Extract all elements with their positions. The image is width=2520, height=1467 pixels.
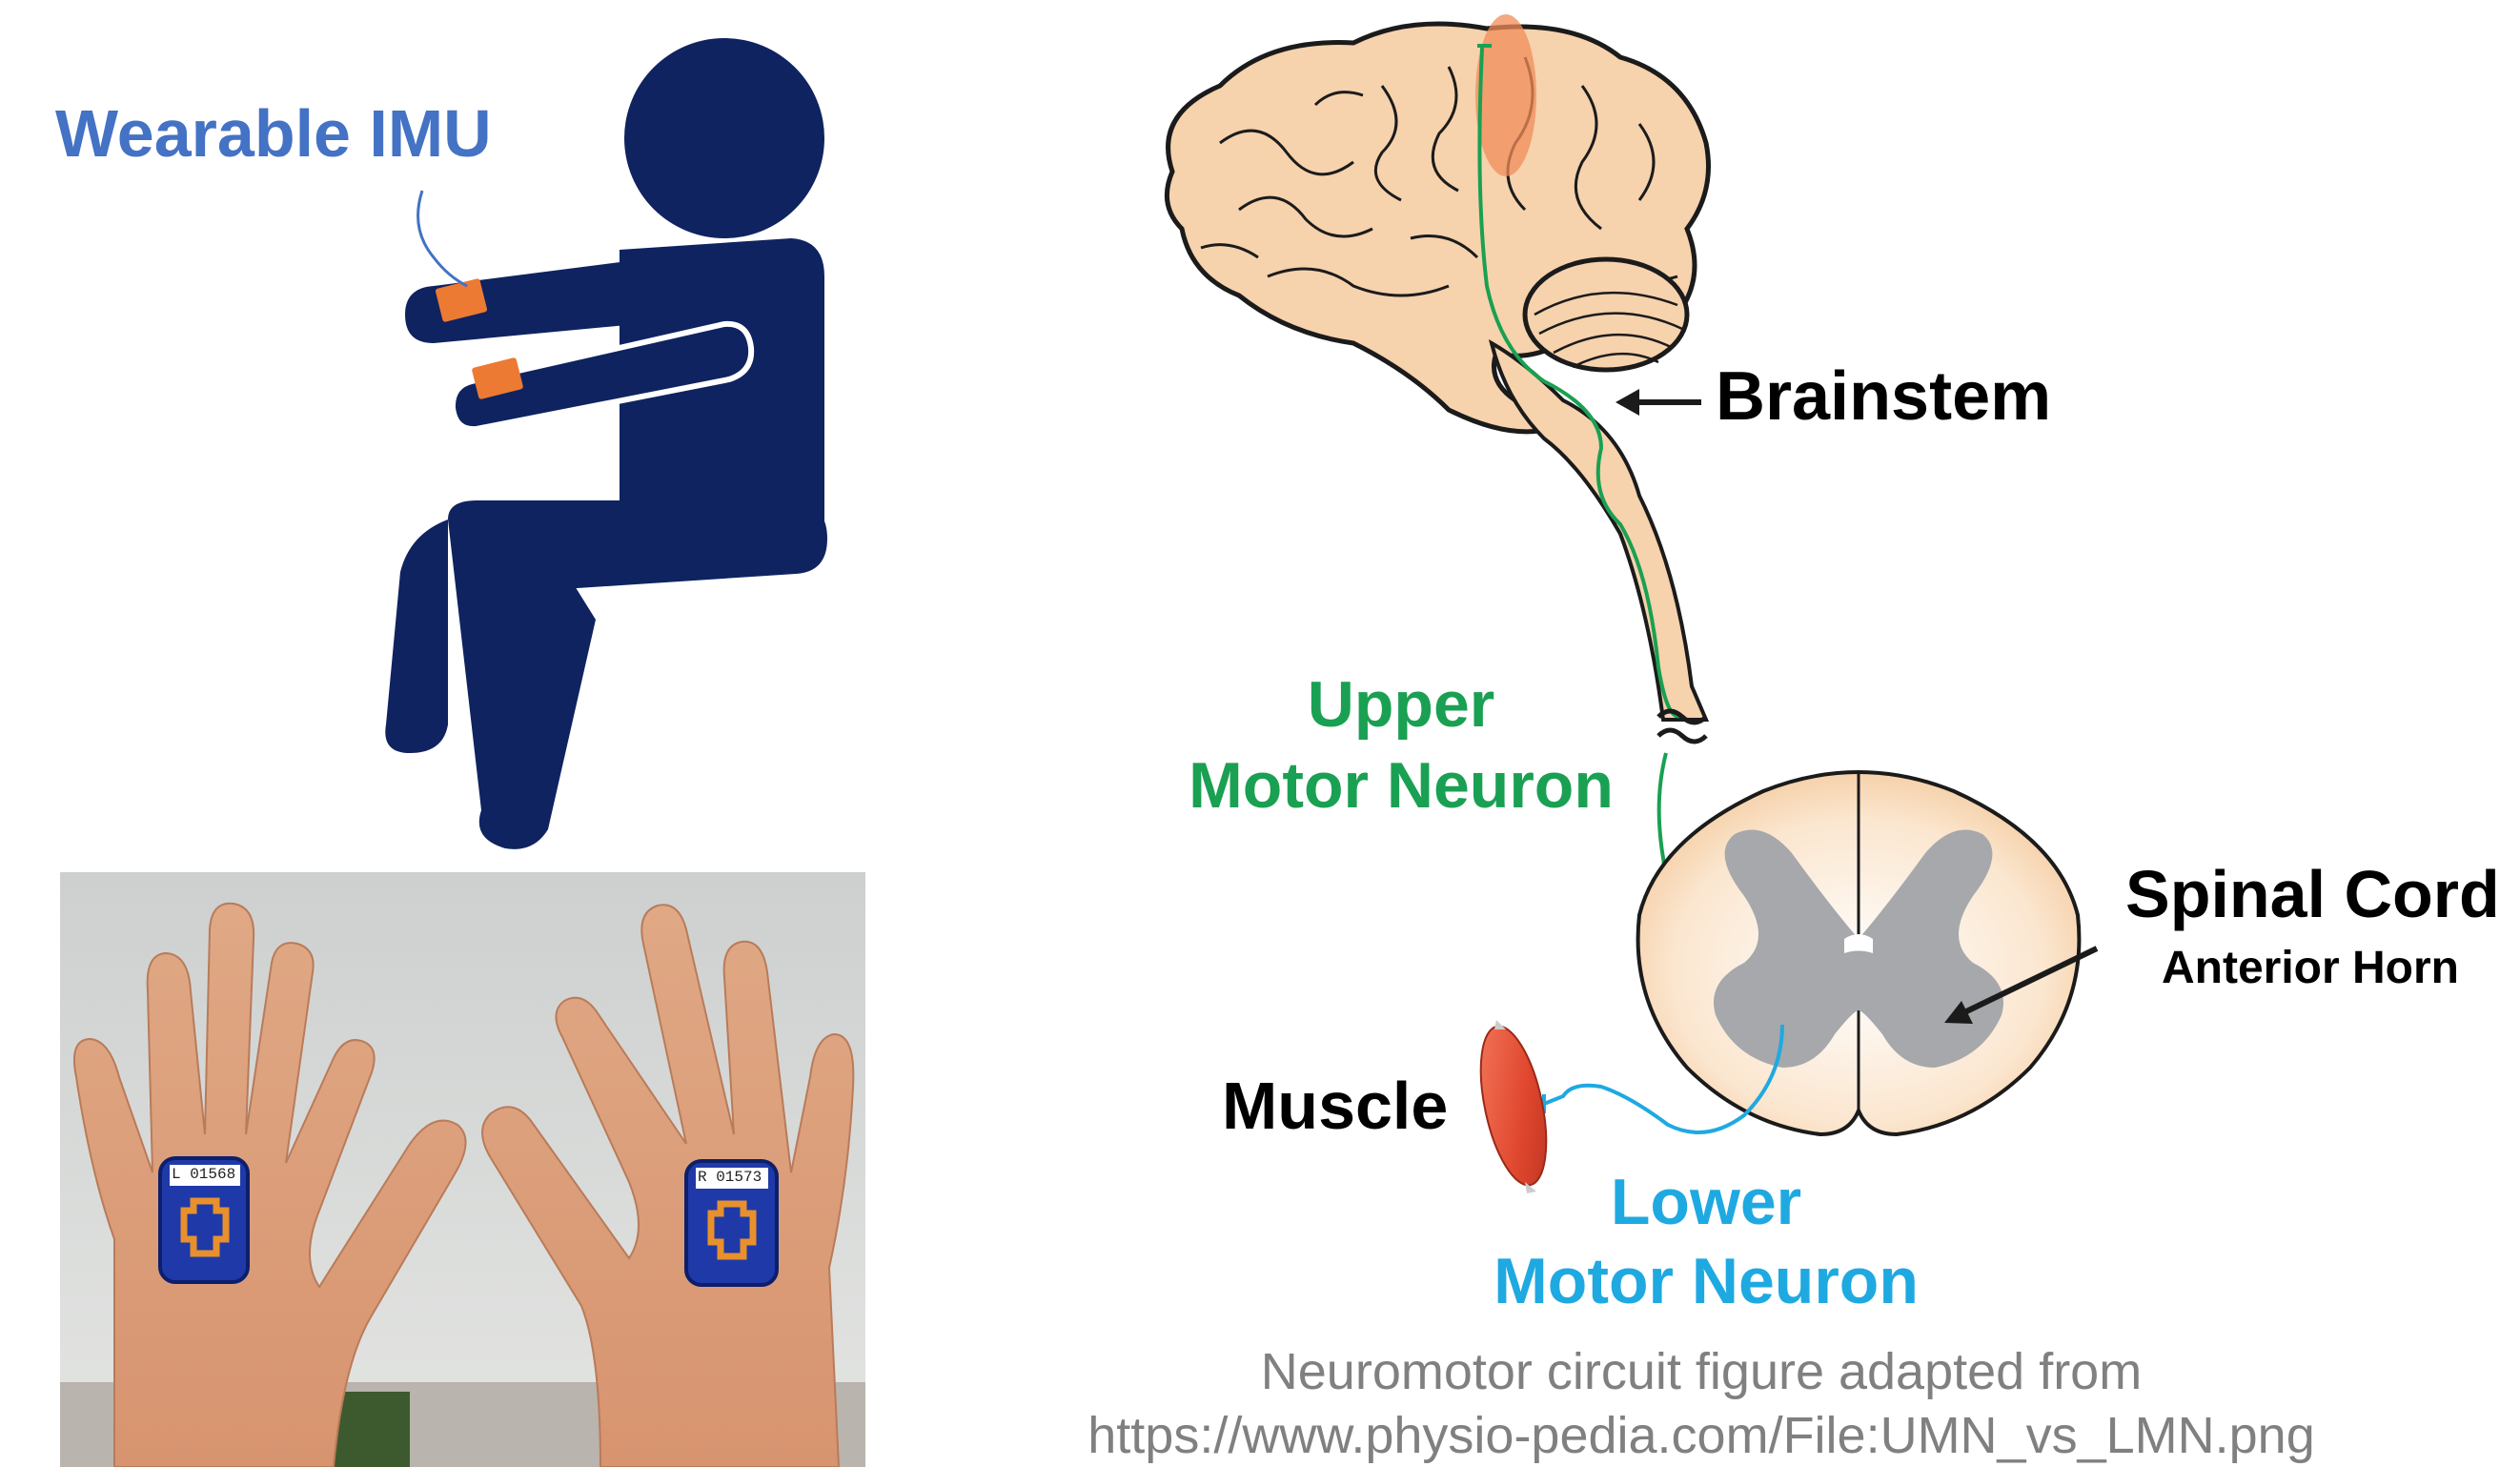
lower-motor-neuron-label-line1: Lower xyxy=(1473,1165,1940,1239)
person-rear-leg xyxy=(385,520,448,753)
imu-pointer-line xyxy=(418,191,467,286)
anterior-horn-label: Anterior Horn xyxy=(2162,942,2459,994)
cerebrum xyxy=(1167,24,1708,432)
spinal-cord-section xyxy=(1638,772,2080,1134)
brain-illustration xyxy=(1167,14,1708,720)
brainstem-label: Brainstem xyxy=(1716,357,2051,436)
spinal-cord-label: Spinal Cord xyxy=(2125,856,2500,932)
sensor-tag-right: R 01573 xyxy=(698,1169,762,1186)
wearable-imu-label: Wearable IMU xyxy=(55,95,492,172)
caption-source-link[interactable]: https://www.physio-pedia.com/File:UMN_vs… xyxy=(1087,1407,2314,1464)
lower-motor-neuron-label-line2: Motor Neuron xyxy=(1453,1244,1959,1318)
muscle-label: Muscle xyxy=(1222,1068,1448,1144)
upper-motor-neuron-label-line2: Motor Neuron xyxy=(1148,748,1654,823)
caption-line-2[interactable]: https://www.physio-pedia.com/File:UMN_vs… xyxy=(1010,1406,2392,1465)
brainstem-arrow xyxy=(1616,389,1701,416)
upper-motor-neuron-label-line1: Upper xyxy=(1168,667,1635,742)
motor-cortex-highlight xyxy=(1475,14,1536,176)
person-head xyxy=(624,38,824,238)
sensor-tag-left: L 01568 xyxy=(172,1166,235,1183)
caption-line-1: Neuromotor circuit figure adapted from xyxy=(1029,1342,2373,1401)
